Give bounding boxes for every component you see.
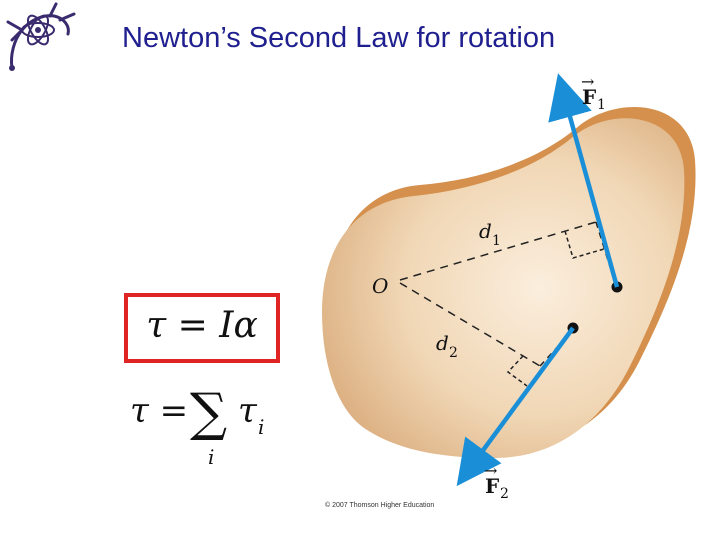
d1-subscript: 1 [492, 233, 501, 249]
d2-subscript: 2 [449, 345, 458, 361]
page-title: Newton’s Second Law for rotation [122, 22, 556, 54]
f1-label: F [582, 85, 596, 109]
force-vector-f2 [456, 326, 575, 487]
d1-label: d [479, 219, 492, 243]
f1-subscript: 1 [597, 97, 606, 113]
atom-lizard-logo-icon [6, 2, 76, 71]
f2-subscript: 2 [500, 486, 509, 502]
sum-symbol: ∑ [190, 383, 227, 443]
f2-label: F [485, 474, 499, 498]
f1-vector-arrow: → [581, 72, 594, 91]
sum-term: τ [238, 391, 258, 431]
sum-index: i [208, 445, 214, 469]
boxed-equation: τ = Iα [124, 293, 280, 363]
origin-label: O [372, 274, 388, 298]
d2-label: d [436, 331, 449, 355]
force-vector-f1 [548, 73, 620, 288]
rigid-body-diagram: O d 1 d 2 → F 1 → F 2 [322, 72, 696, 502]
right-angle-marker-2 [506, 355, 528, 387]
right-angle-marker-1 [564, 230, 605, 259]
lever-arm-d1 [399, 221, 597, 281]
copyright-notice: © 2007 Thomson Higher Education [325, 502, 435, 509]
f2-vector-arrow: → [484, 461, 497, 480]
sum-lhs: τ = [130, 391, 188, 431]
boxed-equation-text: τ = Iα [146, 305, 258, 346]
sum-term-subscript: i [258, 415, 264, 439]
summation-equation: τ = ∑ τ i i [130, 383, 264, 469]
